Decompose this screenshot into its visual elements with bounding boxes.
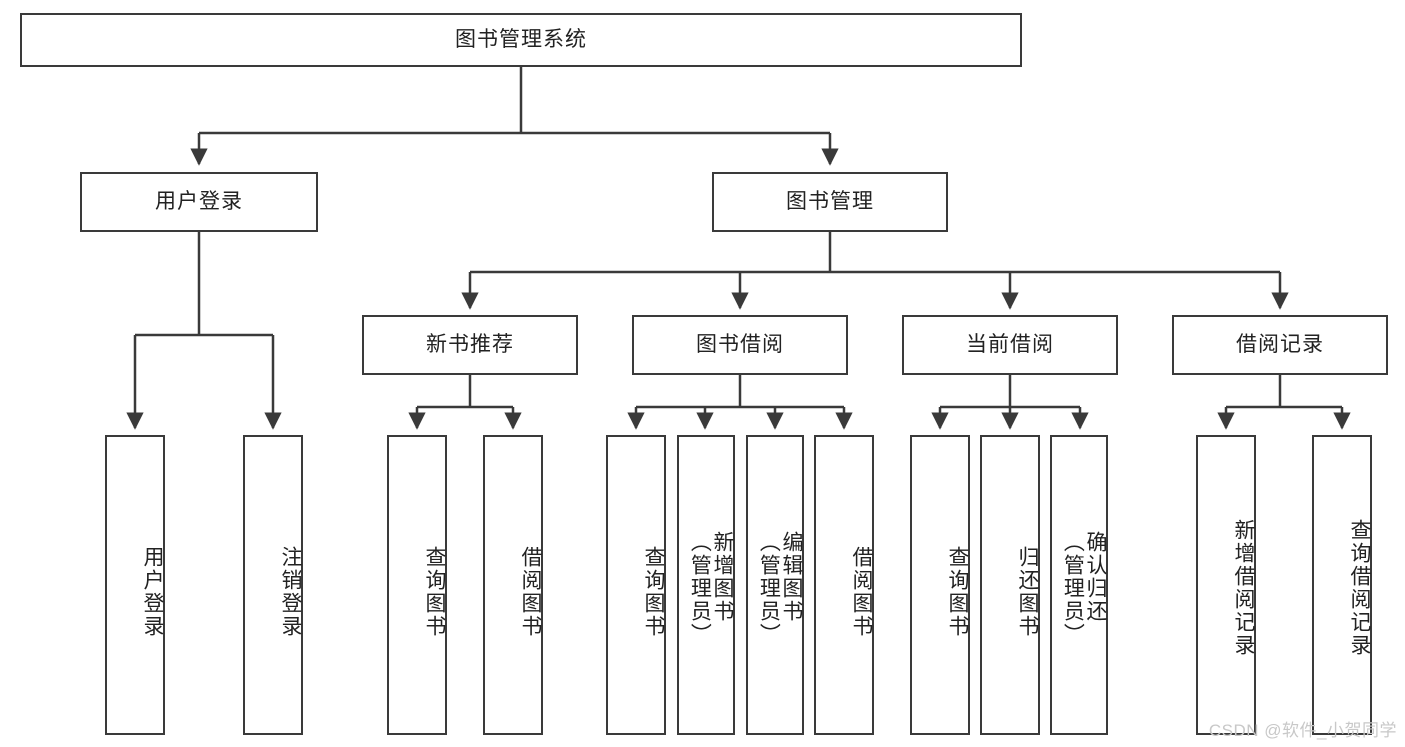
node-current-borrow-label: 当前借阅 [966, 332, 1054, 356]
node-book-management: 图书管理 [712, 172, 948, 232]
leaf-recommend-borrow-book: 借阅图书 [483, 435, 543, 735]
leaf-query-borrow-record: 查询借阅记录 [1312, 435, 1372, 735]
leaf-borrow-book: 借阅图书 [814, 435, 874, 735]
leaf-add-book-admin-label: 新增图书 （管理员） [688, 530, 734, 646]
leaf-current-query-book-label: 查询图书 [946, 546, 969, 638]
node-user-login: 用户登录 [80, 172, 318, 232]
leaf-return-book: 归还图书 [980, 435, 1040, 735]
leaf-borrow-query-book: 查询图书 [606, 435, 666, 735]
leaf-recommend-query-book: 查询图书 [387, 435, 447, 735]
node-book-borrow: 图书借阅 [632, 315, 848, 375]
node-current-borrow: 当前借阅 [902, 315, 1118, 375]
leaf-user-login: 用户登录 [105, 435, 165, 735]
leaf-query-borrow-record-label: 查询借阅记录 [1348, 519, 1371, 657]
leaf-edit-book-admin: 编辑图书 （管理员） [746, 435, 804, 735]
node-borrow-record-label: 借阅记录 [1236, 332, 1324, 356]
leaf-borrow-query-book-label: 查询图书 [642, 546, 665, 638]
leaf-borrow-book-label: 借阅图书 [850, 546, 873, 638]
node-root: 图书管理系统 [20, 13, 1022, 67]
leaf-recommend-query-book-label: 查询图书 [423, 546, 446, 638]
leaf-confirm-return-admin: 确认归还 （管理员） [1050, 435, 1108, 735]
node-borrow-record: 借阅记录 [1172, 315, 1388, 375]
node-new-book-recommend: 新书推荐 [362, 315, 578, 375]
leaf-logout-label: 注销登录 [279, 546, 302, 638]
leaf-add-book-admin: 新增图书 （管理员） [677, 435, 735, 735]
leaf-edit-book-admin-label: 编辑图书 （管理员） [757, 530, 803, 646]
leaf-logout: 注销登录 [243, 435, 303, 735]
leaf-current-query-book: 查询图书 [910, 435, 970, 735]
leaf-confirm-return-admin-label: 确认归还 （管理员） [1061, 530, 1107, 646]
leaf-recommend-borrow-book-label: 借阅图书 [519, 546, 542, 638]
node-new-book-recommend-label: 新书推荐 [426, 332, 514, 356]
leaf-add-borrow-record: 新增借阅记录 [1196, 435, 1256, 735]
node-root-label: 图书管理系统 [455, 27, 587, 51]
node-book-management-label: 图书管理 [786, 189, 874, 213]
leaf-user-login-label: 用户登录 [141, 546, 164, 638]
leaf-add-borrow-record-label: 新增借阅记录 [1232, 519, 1255, 657]
node-book-borrow-label: 图书借阅 [696, 332, 784, 356]
node-user-login-label: 用户登录 [155, 189, 243, 213]
leaf-return-book-label: 归还图书 [1016, 546, 1039, 638]
watermark: CSDN @软件_小贺同学 [1208, 721, 1397, 740]
